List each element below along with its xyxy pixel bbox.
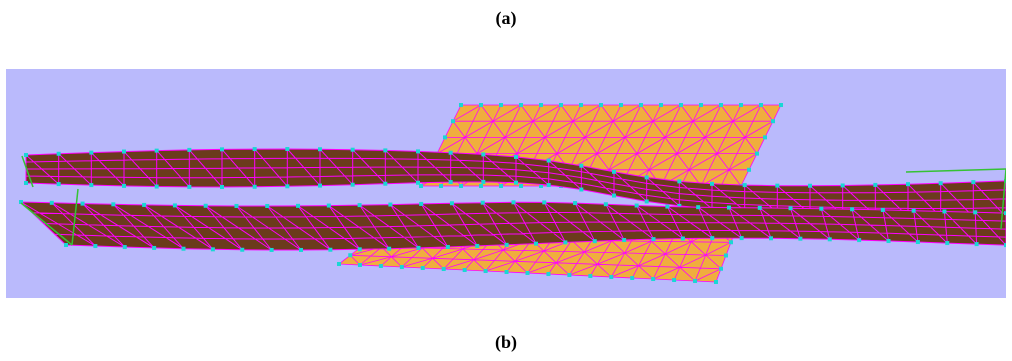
boundary-edges	[20, 155, 1006, 246]
boundary-edge-right-top	[905, 168, 1006, 173]
boundary-edge-left-lower	[20, 202, 73, 246]
lower-strip-nodes	[19, 200, 1006, 252]
mesh-viewport[interactable]	[6, 69, 1006, 298]
boundary-edge-left-upper	[21, 155, 34, 188]
mesh-canvas	[6, 69, 1006, 298]
lower-strip	[19, 200, 1006, 252]
upper-strip-fill	[26, 149, 1006, 217]
boundary-edge-right	[1000, 168, 1006, 230]
figure-caption-a: (a)	[495, 8, 517, 28]
boundary-edge-left-vertical	[71, 188, 79, 246]
figure-caption-b: (b)	[495, 332, 517, 352]
